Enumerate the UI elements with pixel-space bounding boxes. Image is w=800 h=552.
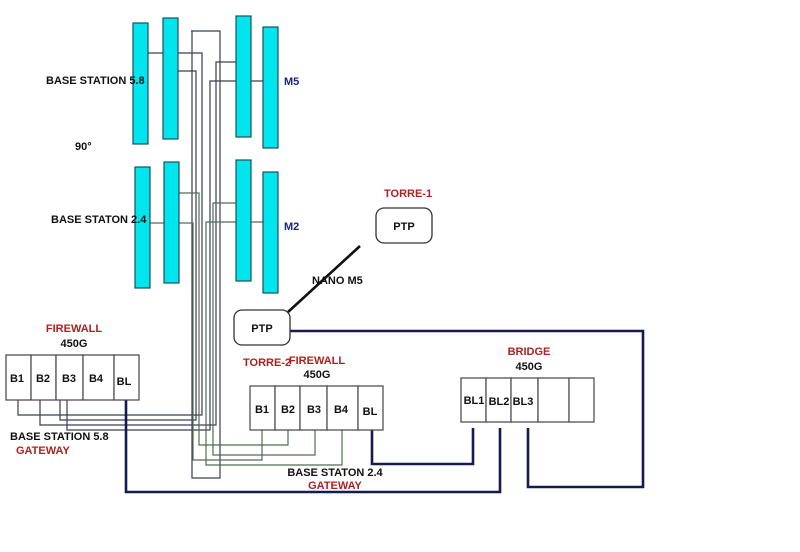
- m2-label: M2: [284, 221, 299, 233]
- port-bl3: [510, 377, 539, 423]
- port-label: B4: [89, 373, 104, 385]
- ptp-torre-1-label: PTP: [393, 221, 414, 233]
- port-b2: [274, 385, 301, 431]
- link-nano-m5: [287, 245, 361, 313]
- port-label: B4: [334, 404, 349, 416]
- wire-24-3: [212, 202, 316, 456]
- port-empty-1: [537, 377, 570, 423]
- antenna-58-3: [235, 15, 252, 138]
- firewall-right-caption: BASE STATON 2.4: [287, 467, 383, 479]
- torre-1-label: TORRE-1: [384, 188, 432, 200]
- antenna-24-4: [262, 171, 279, 294]
- port-label: BL1: [464, 395, 485, 407]
- ptp-torre-2-label: PTP: [251, 323, 272, 335]
- firewall-left-title: FIREWALL: [46, 323, 102, 335]
- base-station-58-label: BASE STATION 5.8: [46, 75, 145, 87]
- wire-58-3: [191, 30, 221, 479]
- antenna-58-2: [162, 17, 179, 140]
- link-firewall-right-bl-to-bridge-bl1: [370, 428, 475, 466]
- nano-m5-label: NANO M5: [312, 275, 363, 287]
- port-label: B3: [307, 404, 321, 416]
- antenna-group-24: [134, 159, 279, 294]
- port-label: B3: [62, 373, 76, 385]
- port-label: B1: [255, 404, 269, 416]
- firewall-right: B1 B2 B3 B4 BL: [249, 385, 384, 431]
- port-bl1: [460, 377, 487, 423]
- firewall-right-model: 450G: [304, 369, 331, 381]
- port-label: B2: [281, 404, 295, 416]
- wire-58-4: [39, 61, 236, 426]
- base-station-24-label: BASE STATON 2.4: [51, 214, 147, 226]
- antenna-58-1: [132, 22, 149, 145]
- antenna-24-2: [163, 161, 180, 284]
- firewall-right-caption-sub: GATEWAY: [308, 480, 362, 492]
- port-b3: [55, 354, 84, 401]
- wire-24-2: [178, 192, 289, 446]
- angle-label: 90°: [75, 141, 92, 153]
- wires-base-station-58: [17, 30, 263, 479]
- link-bridge-bl3-to-ptp: [290, 329, 645, 489]
- port-bl: [357, 385, 384, 431]
- ptp-torre-2: [233, 309, 291, 346]
- firewall-left-caption: BASE STATION 5.8: [10, 431, 109, 443]
- antenna-58-4: [262, 26, 279, 149]
- port-b3: [299, 385, 328, 431]
- firewall-left-model: 450G: [61, 338, 88, 350]
- m5-label: M5: [284, 76, 299, 88]
- antenna-group-58: [132, 15, 279, 149]
- bridge: BL1 BL2 BL3: [460, 377, 595, 423]
- firewall-right-title: FIREWALL: [289, 355, 345, 367]
- links-backbone: [124, 245, 645, 494]
- wire-58-1: [17, 52, 203, 416]
- firewall-left: B1 B2 B3 B4 BL: [5, 354, 140, 401]
- wire-58-2: [59, 70, 197, 421]
- wire-24-4: [205, 221, 343, 466]
- ptp-torre-1: [375, 207, 433, 244]
- link-firewall-left-bl-to-bridge-bl2: [124, 400, 502, 494]
- port-label: BL: [363, 406, 378, 418]
- wire-58-5: [66, 80, 263, 431]
- port-label: BL3: [513, 396, 534, 408]
- antenna-24-3: [235, 159, 252, 282]
- port-label: BL2: [489, 396, 510, 408]
- firewall-left-caption-sub: GATEWAY: [16, 445, 70, 457]
- torre-2-label: TORRE-2: [243, 357, 291, 369]
- antenna-24-1: [134, 166, 151, 289]
- port-bl: [113, 354, 140, 401]
- bridge-model: 450G: [516, 361, 543, 373]
- port-label: BL: [117, 376, 132, 388]
- port-label: B2: [36, 373, 50, 385]
- port-empty-2: [568, 377, 595, 423]
- bridge-title: BRIDGE: [508, 346, 551, 358]
- port-label: B1: [10, 373, 24, 385]
